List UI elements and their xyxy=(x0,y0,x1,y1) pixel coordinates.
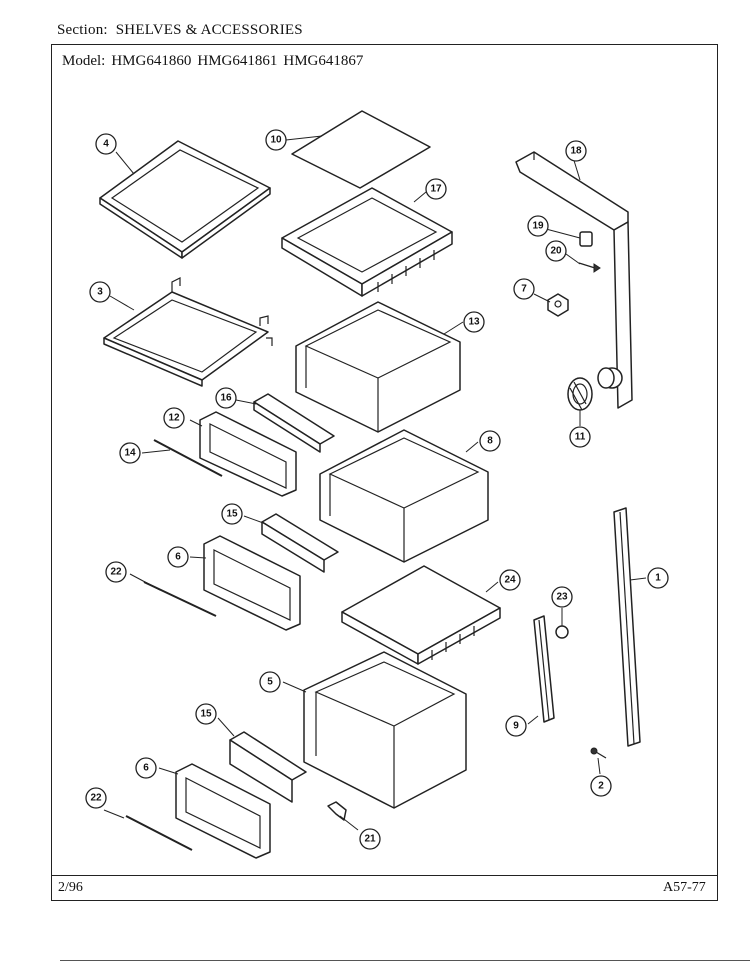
part-15-handle-rail-lower xyxy=(229,731,307,803)
section-value: SHELVES & ACCESSORIES xyxy=(115,22,303,38)
callout-23: 23 xyxy=(551,586,573,608)
model-number-1: HMG641860 xyxy=(111,53,192,69)
part-5-deep-drawer xyxy=(303,651,467,809)
callout-15-upper: 15 xyxy=(221,503,243,525)
callout-22-upper: 22 xyxy=(105,561,127,583)
svg-text:23: 23 xyxy=(556,592,568,603)
svg-text:6: 6 xyxy=(175,552,181,563)
callout-5: 5 xyxy=(259,671,281,693)
svg-text:14: 14 xyxy=(124,448,136,459)
part-7-bracket xyxy=(547,293,569,317)
svg-text:7: 7 xyxy=(521,284,527,295)
svg-text:19: 19 xyxy=(532,221,544,232)
model-label: Model: xyxy=(62,53,106,69)
svg-text:20: 20 xyxy=(550,246,562,257)
svg-text:18: 18 xyxy=(570,146,582,157)
svg-text:17: 17 xyxy=(430,184,442,195)
svg-text:22: 22 xyxy=(110,567,122,578)
callout-9: 9 xyxy=(505,715,527,737)
callout-8: 8 xyxy=(479,430,501,452)
callout-22-lower: 22 xyxy=(85,787,107,809)
part-2-screw xyxy=(590,747,607,759)
part-3-wire-shelf xyxy=(103,277,273,387)
part-23-knob xyxy=(555,625,569,639)
diagram-code: A57-77 xyxy=(663,880,706,895)
part-14-rod xyxy=(153,439,223,477)
diagram-frame xyxy=(51,44,718,901)
svg-text:11: 11 xyxy=(575,432,586,443)
callout-21: 21 xyxy=(359,828,381,850)
svg-text:15: 15 xyxy=(226,509,238,520)
part-18-duct xyxy=(515,151,633,409)
callout-18: 18 xyxy=(565,140,587,162)
svg-text:9: 9 xyxy=(513,721,519,732)
part-16-handle-rail xyxy=(253,393,335,453)
callout-14: 14 xyxy=(119,442,141,464)
callout-24: 24 xyxy=(499,569,521,591)
part-21-bracket xyxy=(327,801,347,821)
callout-17: 17 xyxy=(425,178,447,200)
svg-text:22: 22 xyxy=(90,793,102,804)
svg-text:1: 1 xyxy=(655,573,661,584)
part-10-glass-cover xyxy=(291,110,431,189)
callout-16: 16 xyxy=(215,387,237,409)
svg-text:4: 4 xyxy=(103,139,109,150)
part-15-handle-rail-upper xyxy=(261,513,339,573)
part-4-shelf xyxy=(99,140,271,259)
svg-text:12: 12 xyxy=(168,413,180,424)
svg-text:5: 5 xyxy=(267,677,273,688)
model-number-2: HMG641861 xyxy=(197,53,278,69)
svg-text:21: 21 xyxy=(364,834,376,845)
svg-text:6: 6 xyxy=(143,763,149,774)
svg-text:10: 10 xyxy=(270,135,282,146)
svg-text:2: 2 xyxy=(598,781,604,792)
part-19-clip xyxy=(579,231,593,247)
callout-6-upper: 6 xyxy=(167,546,189,568)
part-11-connector xyxy=(567,377,593,411)
model-number-3: HMG641867 xyxy=(283,53,364,69)
callout-2: 2 xyxy=(590,775,612,797)
part-22-rod-lower xyxy=(125,815,193,851)
part-8-meat-drawer xyxy=(319,429,489,563)
part-20-screw xyxy=(578,262,601,273)
callout-15-lower: 15 xyxy=(195,703,217,725)
svg-text:24: 24 xyxy=(504,575,516,586)
section-label: Section: xyxy=(57,22,108,38)
part-1-vertical-rail xyxy=(613,507,641,747)
model-heading: Model: HMG641860 HMG641861 HMG641867 xyxy=(62,53,369,70)
part-24-cover-panel xyxy=(341,565,501,665)
part-13-crisper-drawer xyxy=(295,301,461,433)
section-heading: Section: SHELVES & ACCESSORIES xyxy=(57,22,311,39)
callout-6-lower: 6 xyxy=(135,757,157,779)
svg-text:15: 15 xyxy=(200,709,212,720)
part-9-short-rail xyxy=(533,615,555,723)
page-bottom-rule xyxy=(60,960,750,961)
part-12-drawer-front xyxy=(199,411,297,497)
svg-text:16: 16 xyxy=(220,393,232,404)
footer-divider xyxy=(51,875,718,876)
callout-12: 12 xyxy=(163,407,185,429)
callout-10: 10 xyxy=(265,129,287,151)
svg-text:3: 3 xyxy=(97,287,103,298)
part-17-cover-frame xyxy=(281,187,453,297)
callout-1: 1 xyxy=(647,567,669,589)
part-6-drawer-front-upper xyxy=(203,535,301,631)
svg-text:13: 13 xyxy=(468,317,480,328)
part-6-drawer-front-lower xyxy=(175,763,271,859)
callout-3: 3 xyxy=(89,281,111,303)
callout-19: 19 xyxy=(527,215,549,237)
publication-date: 2/96 xyxy=(58,880,83,895)
callout-20: 20 xyxy=(545,240,567,262)
svg-text:8: 8 xyxy=(487,436,493,447)
callout-11: 11 xyxy=(569,426,591,448)
callout-7: 7 xyxy=(513,278,535,300)
callout-4: 4 xyxy=(95,133,117,155)
leader-lines xyxy=(103,135,647,831)
callout-13: 13 xyxy=(463,311,485,333)
